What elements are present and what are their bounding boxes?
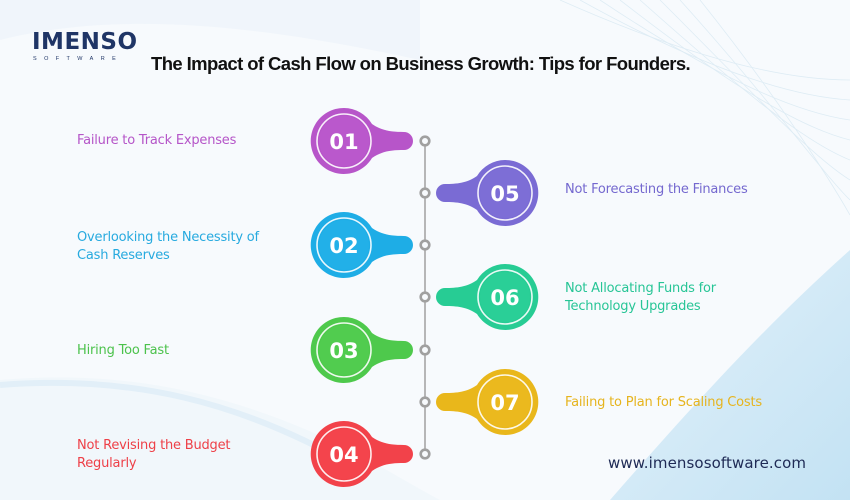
- node-01: [419, 135, 431, 147]
- pin-number-06: 06: [490, 286, 519, 310]
- label-01: Failure to Track Expenses: [77, 132, 236, 150]
- logo-wordmark: IMENSO: [32, 29, 138, 55]
- label-02: Overlooking the Necessity of Cash Reserv…: [77, 229, 259, 265]
- label-07-line-1: Failing to Plan for Scaling Costs: [565, 395, 762, 410]
- pin-number-02: 02: [329, 234, 358, 258]
- label-03: Hiring Too Fast: [77, 342, 169, 360]
- label-03-line-1: Hiring Too Fast: [77, 343, 169, 358]
- label-05: Not Forecasting the Finances: [565, 181, 748, 199]
- pin-02: [310, 211, 413, 278]
- label-05-line-1: Not Forecasting the Finances: [565, 182, 748, 197]
- pin-07: [436, 368, 539, 435]
- node-05: [419, 187, 431, 199]
- node-06: [419, 291, 431, 303]
- node-02: [419, 239, 431, 251]
- label-01-line-1: Failure to Track Expenses: [77, 133, 237, 148]
- page-title: The Impact of Cash Flow on Business Grow…: [151, 53, 691, 74]
- label-06-line-2: Technology Upgrades: [565, 299, 701, 314]
- label-02-line-1: Overlooking the Necessity of: [77, 230, 259, 245]
- label-07: Failing to Plan for Scaling Costs: [565, 394, 762, 412]
- website-link[interactable]: www.imensosoftware.com: [608, 454, 807, 472]
- timeline-nodes: [419, 135, 431, 460]
- pin-number-05: 05: [490, 182, 519, 206]
- pin-number-01: 01: [329, 130, 358, 154]
- node-07: [419, 396, 431, 408]
- pin-03: [310, 316, 413, 383]
- pin-06: [436, 263, 539, 330]
- pin-05: [436, 159, 539, 226]
- label-06: Not Allocating Funds for Technology Upgr…: [565, 280, 716, 316]
- pin-number-03: 03: [329, 339, 358, 363]
- label-04-line-1: Not Revising the Budget: [77, 438, 231, 453]
- label-02-line-2: Cash Reserves: [77, 248, 170, 263]
- label-04-line-2: Regularly: [77, 456, 137, 471]
- label-06-line-1: Not Allocating Funds for: [565, 281, 716, 296]
- imenso-logo: IMENSO SOFTWARE: [32, 30, 138, 62]
- node-04: [419, 448, 431, 460]
- pin-number-07: 07: [490, 391, 519, 415]
- label-04: Not Revising the Budget Regularly: [77, 437, 230, 473]
- pin-04: [310, 420, 413, 487]
- logo-tagline: SOFTWARE: [33, 56, 124, 62]
- node-03: [419, 344, 431, 356]
- pin-number-04: 04: [329, 443, 358, 467]
- pin-01: [310, 107, 413, 174]
